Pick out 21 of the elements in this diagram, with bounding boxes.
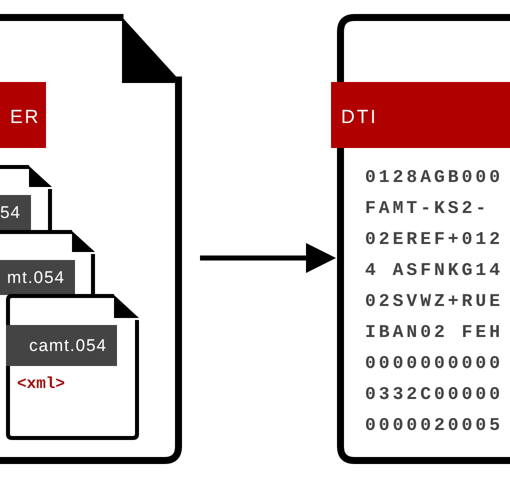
file-name-tag: camt.054 xyxy=(6,325,117,366)
arrow xyxy=(200,243,336,273)
code-line: 0000020005 xyxy=(365,415,504,438)
document-shape xyxy=(0,14,182,464)
file-name-tag: 54 xyxy=(0,195,31,230)
file-card xyxy=(6,294,139,440)
title-banner: DTI xyxy=(331,82,510,148)
file-card xyxy=(0,230,95,295)
title-banner: ER xyxy=(0,82,46,148)
code-line: 4 ASFNKG14 xyxy=(365,260,504,283)
file-name-tag: mt.054 xyxy=(0,260,75,295)
code-line: IBAN02 FEH xyxy=(365,322,504,345)
code-line: 0332C00000 xyxy=(365,384,504,407)
code-line: 0128AGB000 xyxy=(365,167,504,190)
code-line: 02SVWZ+RUE xyxy=(365,291,504,314)
code-line: FAMT-KS2- xyxy=(365,198,490,221)
code-tag: <xml> xyxy=(17,372,66,396)
code-line: 0000000000 xyxy=(365,353,504,376)
code-line: 02EREF+012 xyxy=(365,229,504,252)
file-card xyxy=(0,165,52,230)
document-shape xyxy=(330,14,510,464)
